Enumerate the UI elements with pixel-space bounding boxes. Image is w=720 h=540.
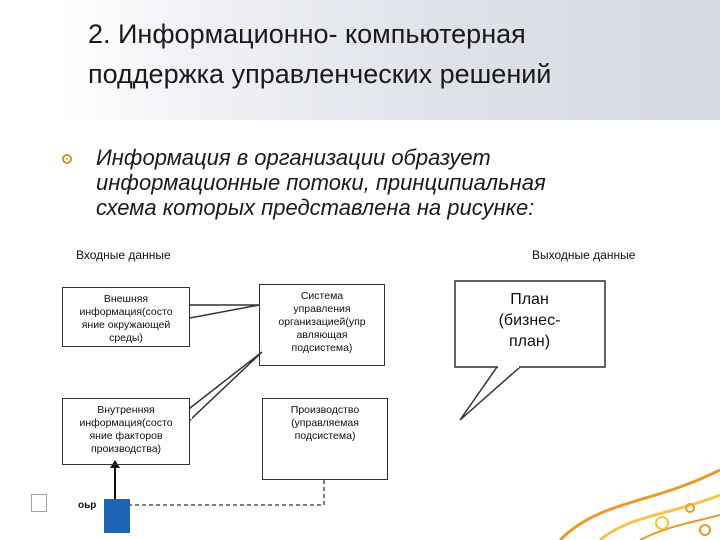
bullet-text: Информация в организации образует информ… [96,145,706,220]
title-band [0,0,720,120]
external-info-line: информация(состо [79,306,173,318]
external-info-line: Внешняя [103,293,149,305]
plan-callout-tail [459,366,522,421]
internal-callout-tail [189,351,263,422]
control-system-line: организацией(упр [278,316,366,328]
internal-info-line: производства) [90,443,162,455]
control-system-line: подсистема) [291,342,353,354]
blue-box [104,499,130,533]
production-box: Производство (управляемая подсистема) [262,398,388,480]
logo-glyph-icon [31,494,47,512]
internal-info-line: яние факторов [89,430,163,442]
corner-logo [4,494,74,536]
footer-fragment-label: оьр [78,500,97,511]
control-system-line: управления [293,303,351,315]
control-system-line: авляющая [296,329,348,341]
external-info-box: Внешняя информация(состо яние окружающей… [62,287,190,347]
title-line-2: поддержка управленческих решений [88,59,552,89]
feedback-dashed-line [130,480,325,506]
internal-info-box: Внутренняя информация(состо яние факторо… [62,398,190,465]
production-line: подсистема) [294,430,356,442]
plan-line: план) [508,333,551,350]
external-callout-tail [189,304,260,319]
production-line: Производство [290,404,360,416]
bullet-line-3: схема которых представлена на рисунке: [96,195,535,220]
plan-callout-box [454,280,606,368]
production-line: (управляемая [291,417,359,429]
internal-info-line: информация(состо [79,417,173,429]
control-system-box: Система управления организацией(упр авля… [259,284,385,366]
external-info-line: среды) [109,332,143,344]
plan-line: План [510,291,549,308]
bullet-line-1: Информация в организации образует [96,145,491,170]
bullet-line-2: информационные потоки, принципиальная [96,170,546,195]
bullet-circle-icon [62,154,72,164]
internal-info-line: Внутренняя [97,404,155,416]
title-line-1: 2. Информационно- компьютерная [88,19,526,49]
slide-title: 2. Информационно- компьютерная поддержка… [88,14,698,94]
external-info-line: яние окружающей [81,319,171,331]
input-data-caption: Входные данные [76,248,171,262]
plan-callout-text: План (бизнес- план) [472,289,587,352]
control-system-line: Система [300,290,344,302]
decorative-swirl [558,468,720,540]
plan-line: (бизнес- [498,312,561,329]
output-data-caption: Выходные данные [532,248,636,262]
